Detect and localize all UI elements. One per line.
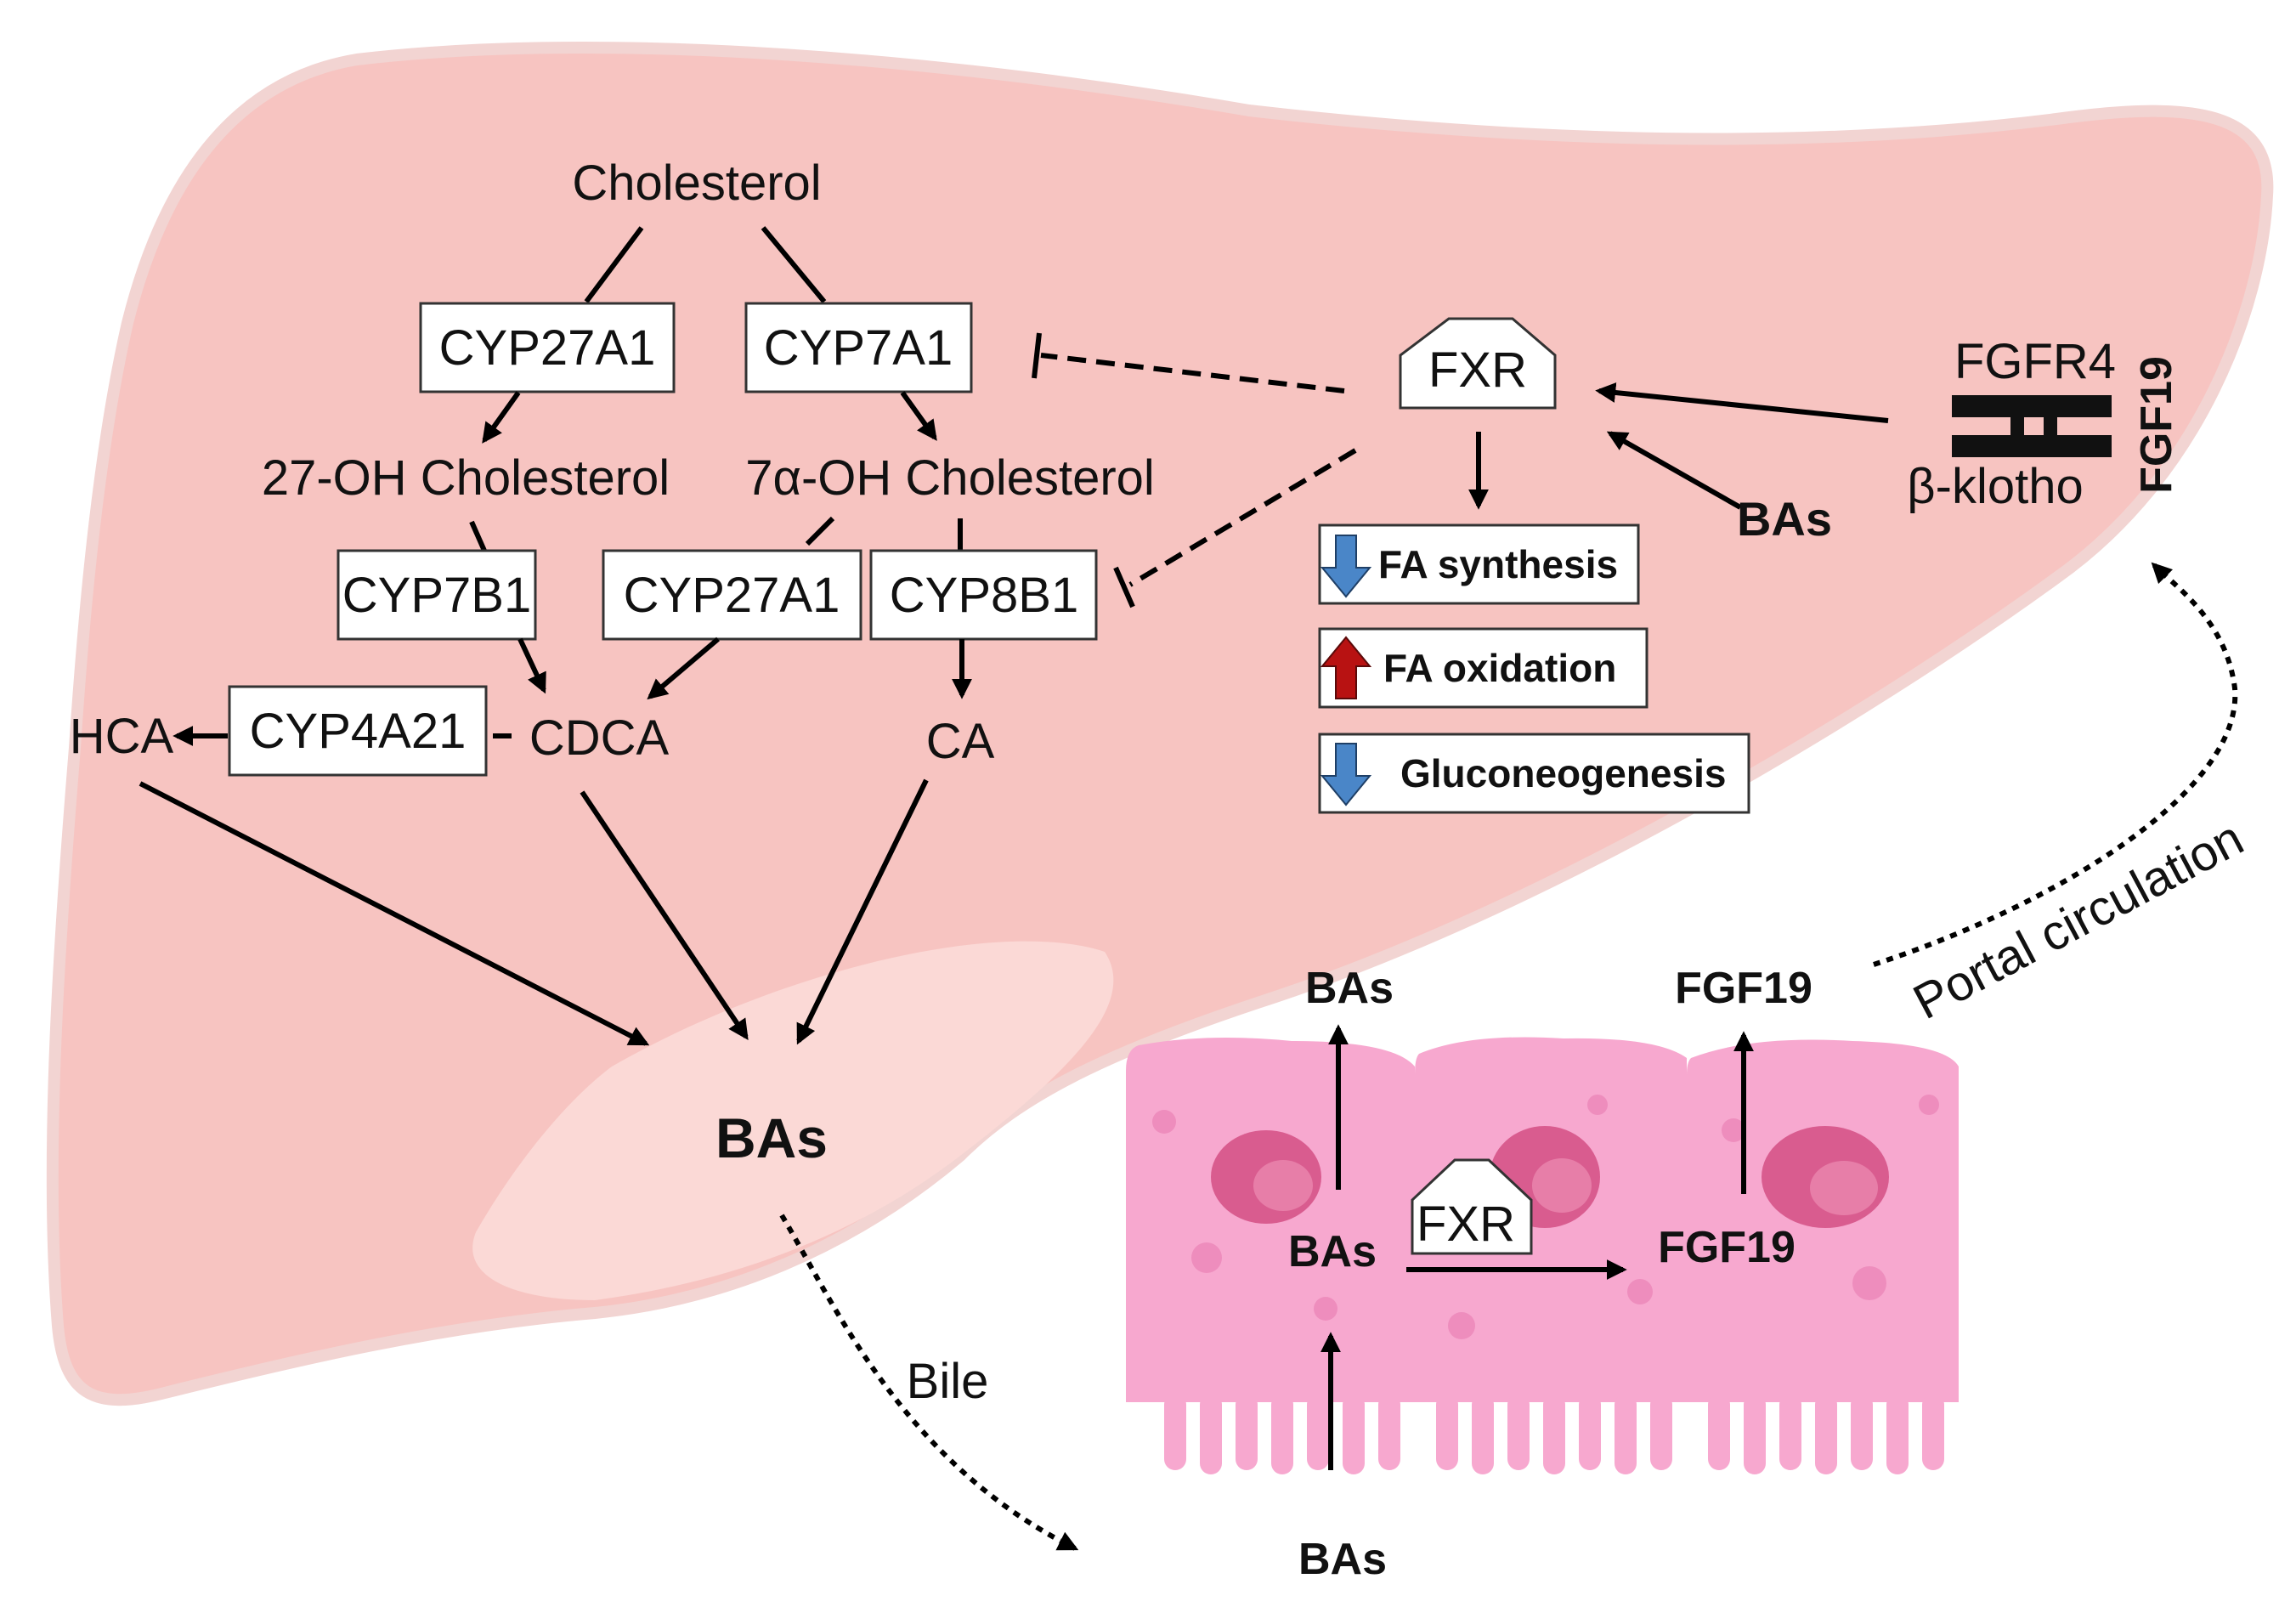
effect-fa-oxidation: FA oxidation [1318, 627, 1648, 709]
portal-route-arrow [1873, 562, 2238, 967]
nucleus-highlight [1532, 1158, 1592, 1213]
effect-label: FA oxidation [1383, 646, 1616, 690]
enzyme-box [744, 302, 973, 393]
hepatic-fxr-signaling: FXR BAs FGFR4 β-klotho FGF19 FA synthesi… [1032, 317, 2181, 814]
connector [584, 226, 644, 303]
arrow [1595, 382, 1889, 423]
liver-lower-lobe [472, 941, 1114, 1300]
bas-liver-label: BAs [715, 1106, 828, 1169]
cyp7b1-label: CYP7B1 [342, 568, 531, 623]
hca-label: HCA [70, 709, 174, 764]
effect-label: FA synthesis [1378, 542, 1618, 586]
intestinal-fxr-signaling: BAs FGF19 BAs FXR FGF19 BAs [1288, 964, 1812, 1584]
arrow [517, 637, 546, 694]
microvilli [1164, 1394, 1944, 1474]
enterocyte-middle [1415, 1037, 1687, 1402]
nucleus-highlight [1810, 1161, 1878, 1215]
fxr-liver-shape [1399, 317, 1557, 410]
enzyme-box [336, 549, 537, 641]
up-arrow-icon [1320, 636, 1372, 699]
arrow [1606, 431, 1742, 510]
bile-acid-pathway: Cholesterol CYP27A1 CYP7A1 27-OH Cholest… [70, 156, 1155, 1169]
receptor-bar-top [1952, 395, 2112, 417]
arrow [139, 781, 650, 1046]
intestinal-epithelium [1126, 1037, 1959, 1474]
cyp27a1-top-label: CYP27A1 [439, 320, 656, 376]
receptor-stem-left [2010, 415, 2024, 439]
7a-oh-cholesterol-label: 7α-OH Cholesterol [745, 450, 1155, 506]
inhibition-line [1040, 353, 1345, 393]
inhibition-bar [1113, 566, 1135, 608]
enzyme-box [602, 549, 862, 641]
enzyme-box [228, 685, 488, 777]
cell-dots [1152, 1095, 1939, 1339]
enterocyte-left [1126, 1038, 1415, 1402]
receptor-bar-bottom [1952, 435, 2112, 457]
fxr-liver-label: FXR [1428, 342, 1527, 398]
ca-label: CA [926, 714, 995, 769]
connector [469, 520, 487, 552]
inhibition-line [1128, 448, 1357, 587]
bile-label: Bile [907, 1354, 989, 1409]
enterocyte-right [1687, 1039, 1959, 1402]
down-arrow-icon [1320, 535, 1372, 598]
bas-bottom-label: BAs [1298, 1535, 1387, 1584]
cholesterol-label: Cholesterol [572, 156, 821, 211]
effect-fa-synthesis: FA synthesis [1318, 523, 1640, 605]
fgfr4-label: FGFR4 [1954, 334, 2116, 389]
cdca-label: CDCA [529, 710, 670, 766]
fxr-cell-label: FXR [1417, 1197, 1515, 1252]
inhibition-bar [1032, 332, 1042, 379]
arrow [796, 778, 929, 1045]
effect-box [1318, 733, 1750, 814]
connector [805, 516, 835, 546]
fgfr4-klotho-complex [1952, 395, 2112, 457]
cyp27a1-mid-label: CYP27A1 [624, 568, 840, 623]
down-arrow-icon [1320, 743, 1372, 806]
effect-gluconeogenesis: Gluconeogenesis [1318, 733, 1750, 814]
bas-center-label: BAs [1288, 1227, 1377, 1276]
cyp4a21-label: CYP4A21 [250, 704, 467, 759]
arrow [482, 391, 521, 444]
connector [761, 226, 827, 303]
bas-to-fxr-label: BAs [1737, 492, 1832, 546]
enzyme-box [869, 549, 1098, 641]
bile-route-arrow [779, 1214, 1079, 1551]
arrow [900, 391, 937, 441]
arrow [647, 637, 720, 700]
27-oh-cholesterol-label: 27-OH Cholesterol [262, 450, 670, 506]
fgf19-center-label: FGF19 [1658, 1223, 1796, 1272]
receptor-stem-right [2044, 415, 2057, 439]
beta-klotho-label: β-klotho [1907, 459, 2083, 514]
fxr-cell-shape [1411, 1158, 1533, 1255]
bas-top-label: BAs [1305, 964, 1394, 1013]
fgf19-receptor-label: FGF19 [2132, 356, 2181, 494]
enzyme-box [419, 302, 676, 393]
nucleus-highlight [1253, 1160, 1313, 1211]
effect-label: Gluconeogenesis [1400, 751, 1726, 795]
fgf19-top-label: FGF19 [1675, 964, 1812, 1013]
portal-circulation-label: Portal circulation [1904, 810, 2252, 1030]
cyp7a1-label: CYP7A1 [764, 320, 953, 376]
effect-box [1318, 627, 1648, 709]
cyp8b1-label: CYP8B1 [890, 568, 1078, 623]
effect-box [1318, 523, 1640, 605]
arrow [580, 790, 749, 1040]
